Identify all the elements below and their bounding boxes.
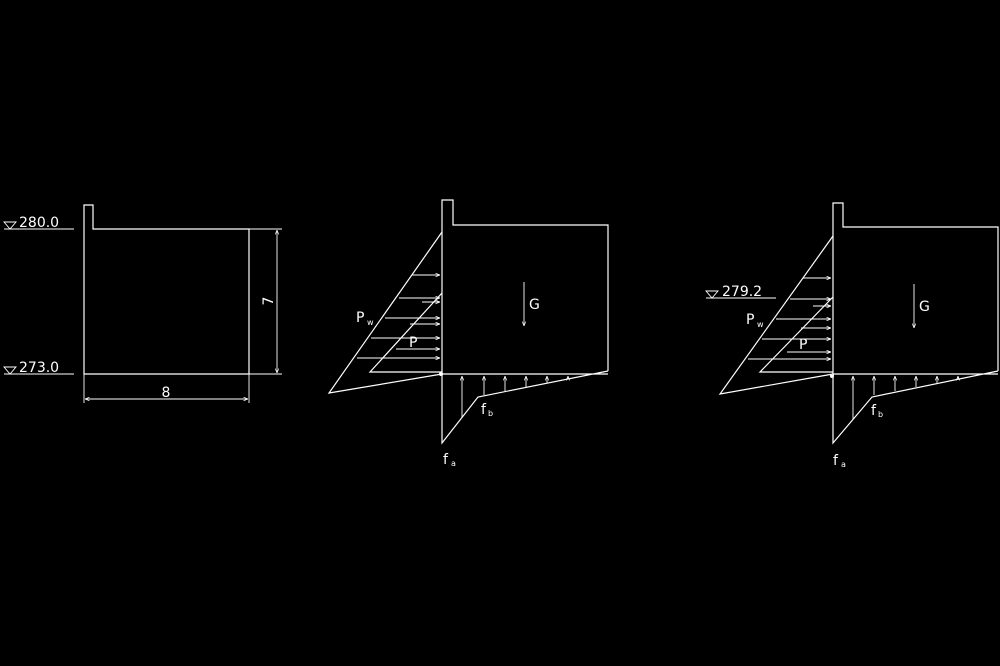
label-pw-sub: w [367, 318, 374, 327]
label-p: P [799, 337, 807, 353]
label-fa: f [833, 453, 839, 469]
diagram-load-case-1: G P w P f b f a [327, 199, 609, 468]
label-fb-sub: b [878, 410, 883, 419]
toe-point [439, 372, 443, 376]
section-outline [83, 204, 250, 375]
label-pw: P [746, 312, 754, 328]
label-g: G [529, 297, 540, 313]
elevation-marker-top: 280.0 [3, 215, 74, 231]
label-fb-sub: b [488, 409, 493, 418]
section-outline [832, 202, 999, 374]
water-pressure-triangle [327, 231, 443, 394]
dimension-width: 8 [83, 374, 250, 403]
elevation-marker-bottom: 273.0 [3, 360, 74, 376]
earth-pressure-triangle [368, 292, 443, 373]
dimension-height: 7 [249, 228, 282, 375]
label-fa-sub: a [841, 460, 846, 469]
section-outline [441, 199, 609, 374]
dimension-label-width: 8 [162, 385, 171, 401]
elevation-label-water: 279.2 [722, 284, 762, 300]
elevation-label-bottom: 273.0 [19, 360, 59, 376]
label-p: P [409, 335, 417, 351]
label-fb: f [871, 403, 877, 419]
elevation-label-top: 280.0 [19, 215, 59, 231]
base-pressure-diagram [441, 370, 609, 445]
elevation-marker-water: 279.2 [705, 284, 776, 300]
label-g: G [919, 299, 930, 315]
diagram-load-case-2: 279.2 G P [705, 202, 999, 469]
elevation-triangle-icon [3, 366, 17, 375]
earth-pressure-triangle [758, 296, 834, 373]
diagram-dimensioned-section: 280.0 273.0 7 8 [3, 204, 282, 403]
base-pressure-diagram [832, 370, 999, 445]
pressure-arrows [748, 278, 831, 359]
base-pressure-arrows [462, 376, 568, 418]
elevation-triangle-icon [3, 221, 17, 230]
toe-point [830, 374, 834, 378]
dimension-label-height: 7 [261, 297, 277, 306]
label-fb: f [481, 402, 487, 418]
label-fa: f [443, 452, 449, 468]
label-pw: P [356, 310, 364, 326]
water-pressure-triangle [718, 235, 834, 395]
base-pressure-arrows [853, 376, 958, 419]
label-pw-sub: w [757, 320, 764, 329]
pressure-arrows [357, 275, 440, 358]
label-fa-sub: a [451, 459, 456, 468]
elevation-triangle-icon [705, 290, 719, 299]
